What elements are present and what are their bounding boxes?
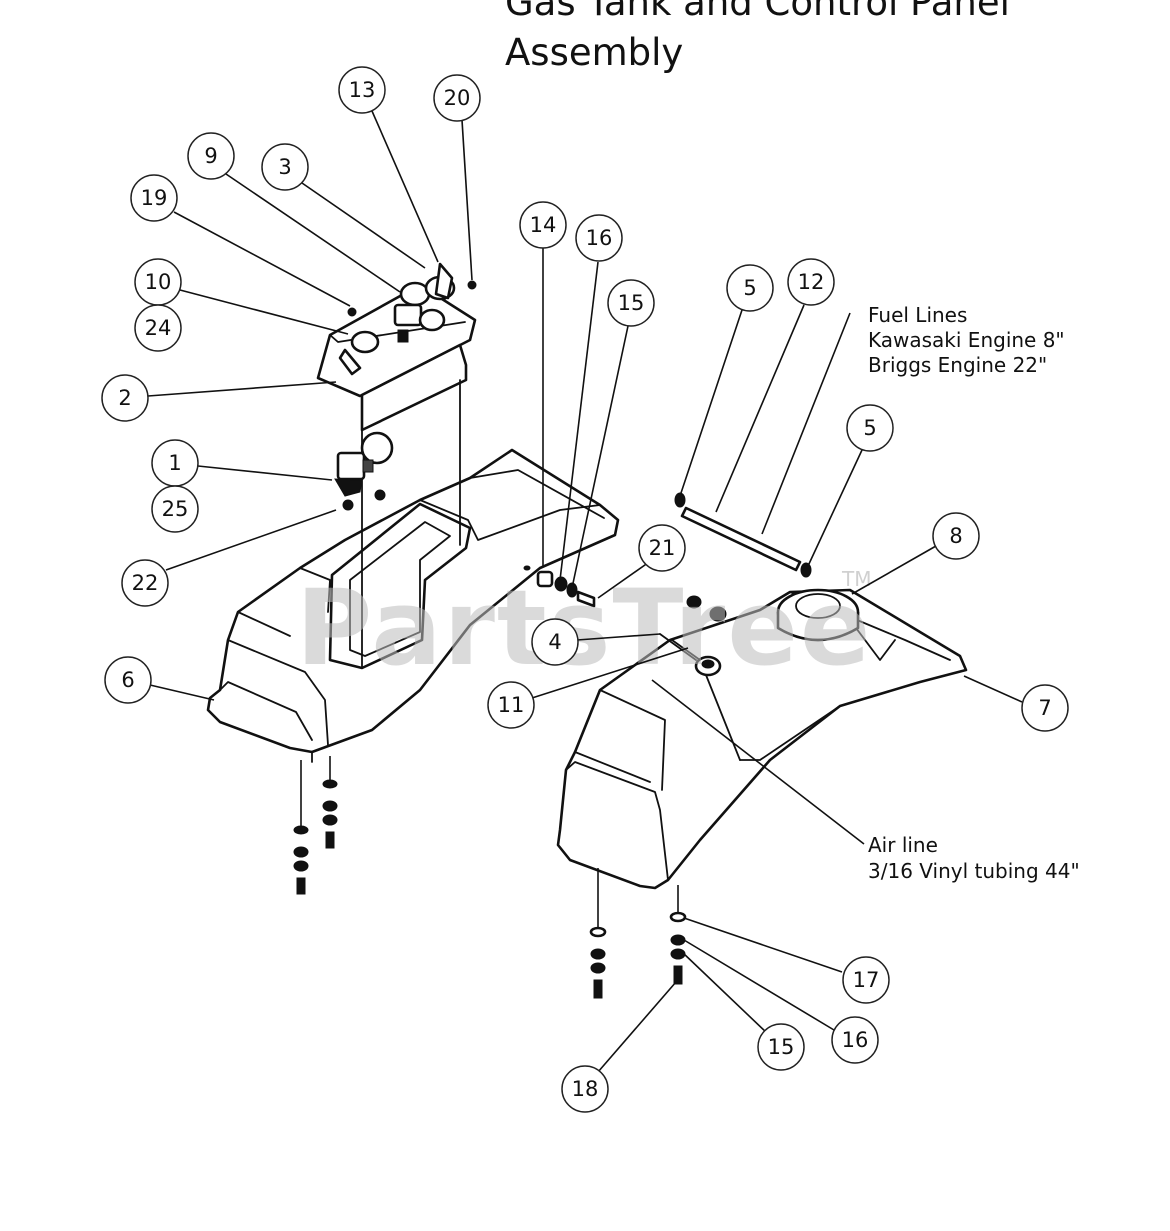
air-line-note-line2: 3/16 Vinyl tubing 44" bbox=[868, 859, 1080, 883]
left-console-housing bbox=[206, 448, 620, 763]
fuel-lines-note: Fuel Lines Kawasaki Engine 8" Briggs Eng… bbox=[868, 303, 1065, 377]
svg-text:3: 3 bbox=[278, 155, 291, 179]
watermark-tm: TM bbox=[841, 567, 871, 591]
callout-16-upper: 16 bbox=[575, 214, 623, 262]
svg-text:19: 19 bbox=[141, 186, 168, 210]
callout-1: 1 bbox=[151, 439, 199, 487]
air-line-note-line1: Air line bbox=[868, 833, 938, 857]
fuel-line-tube bbox=[674, 492, 812, 578]
callout-9: 9 bbox=[187, 132, 235, 180]
callout-18: 18 bbox=[561, 1065, 609, 1113]
svg-text:13: 13 bbox=[349, 78, 376, 102]
svg-text:2: 2 bbox=[118, 386, 131, 410]
ignition-switch bbox=[334, 431, 394, 511]
svg-text:15: 15 bbox=[768, 1035, 795, 1059]
svg-text:16: 16 bbox=[842, 1028, 869, 1052]
title-line-1: Gas Tank and Control Panel bbox=[505, 0, 1010, 24]
callout-14: 14 bbox=[519, 201, 567, 249]
callout-20: 20 bbox=[433, 74, 481, 122]
svg-text:16: 16 bbox=[586, 226, 613, 250]
svg-text:12: 12 bbox=[798, 270, 825, 294]
tank-hardware bbox=[589, 868, 687, 999]
callout-25: 25 bbox=[151, 485, 199, 533]
leader-lines bbox=[147, 110, 1023, 1073]
callout-5-lower: 5 bbox=[846, 404, 894, 452]
air-line-tube bbox=[659, 633, 697, 661]
spacer-bolt-group bbox=[523, 565, 596, 608]
svg-text:6: 6 bbox=[121, 668, 134, 692]
watermark-text: PartsTree bbox=[296, 567, 872, 689]
callout-22: 22 bbox=[121, 559, 169, 607]
svg-text:9: 9 bbox=[204, 144, 217, 168]
svg-text:1: 1 bbox=[168, 451, 181, 475]
control-panel bbox=[316, 262, 477, 669]
svg-text:15: 15 bbox=[618, 291, 645, 315]
svg-text:4: 4 bbox=[548, 630, 561, 654]
callout-5-upper: 5 bbox=[726, 264, 774, 312]
callout-15-lower: 15 bbox=[757, 1023, 805, 1071]
callout-11: 11 bbox=[487, 681, 535, 729]
svg-text:5: 5 bbox=[863, 416, 876, 440]
svg-text:11: 11 bbox=[498, 693, 525, 717]
left-console-hardware bbox=[293, 756, 338, 895]
svg-text:24: 24 bbox=[145, 316, 172, 340]
svg-text:8: 8 bbox=[949, 524, 962, 548]
svg-text:22: 22 bbox=[132, 571, 159, 595]
callout-21: 21 bbox=[638, 524, 686, 572]
svg-text:5: 5 bbox=[743, 276, 756, 300]
svg-text:14: 14 bbox=[530, 213, 557, 237]
callout-6: 6 bbox=[104, 656, 152, 704]
svg-text:17: 17 bbox=[853, 968, 880, 992]
svg-text:25: 25 bbox=[162, 497, 189, 521]
callout-19: 19 bbox=[130, 174, 178, 222]
callout-10: 10 bbox=[134, 258, 182, 306]
svg-text:7: 7 bbox=[1038, 696, 1051, 720]
fuel-lines-note-line3: Briggs Engine 22" bbox=[868, 353, 1047, 377]
callout-8: 8 bbox=[932, 512, 980, 560]
fuel-lines-note-line1: Fuel Lines bbox=[868, 303, 967, 327]
title-line-2: Assembly bbox=[505, 31, 684, 74]
fuel-tank bbox=[556, 588, 968, 890]
callout-3: 3 bbox=[261, 143, 309, 191]
svg-text:21: 21 bbox=[649, 536, 676, 560]
svg-text:18: 18 bbox=[572, 1077, 599, 1101]
callout-2: 2 bbox=[101, 374, 149, 422]
callout-17: 17 bbox=[842, 956, 890, 1004]
callout-24: 24 bbox=[134, 304, 182, 352]
diagram-title: Gas Tank and Control Panel Assembly bbox=[505, 0, 1145, 78]
callout-4: 4 bbox=[531, 618, 579, 666]
fuel-lines-note-line2: Kawasaki Engine 8" bbox=[868, 328, 1065, 352]
callout-15-upper: 15 bbox=[607, 279, 655, 327]
svg-text:10: 10 bbox=[145, 270, 172, 294]
callout-7: 7 bbox=[1021, 684, 1069, 732]
callout-13: 13 bbox=[338, 66, 386, 114]
air-line-note: Air line 3/16 Vinyl tubing 44" bbox=[868, 833, 1080, 883]
svg-text:20: 20 bbox=[444, 86, 471, 110]
callout-16-lower: 16 bbox=[831, 1016, 879, 1064]
callout-12: 12 bbox=[787, 258, 835, 306]
